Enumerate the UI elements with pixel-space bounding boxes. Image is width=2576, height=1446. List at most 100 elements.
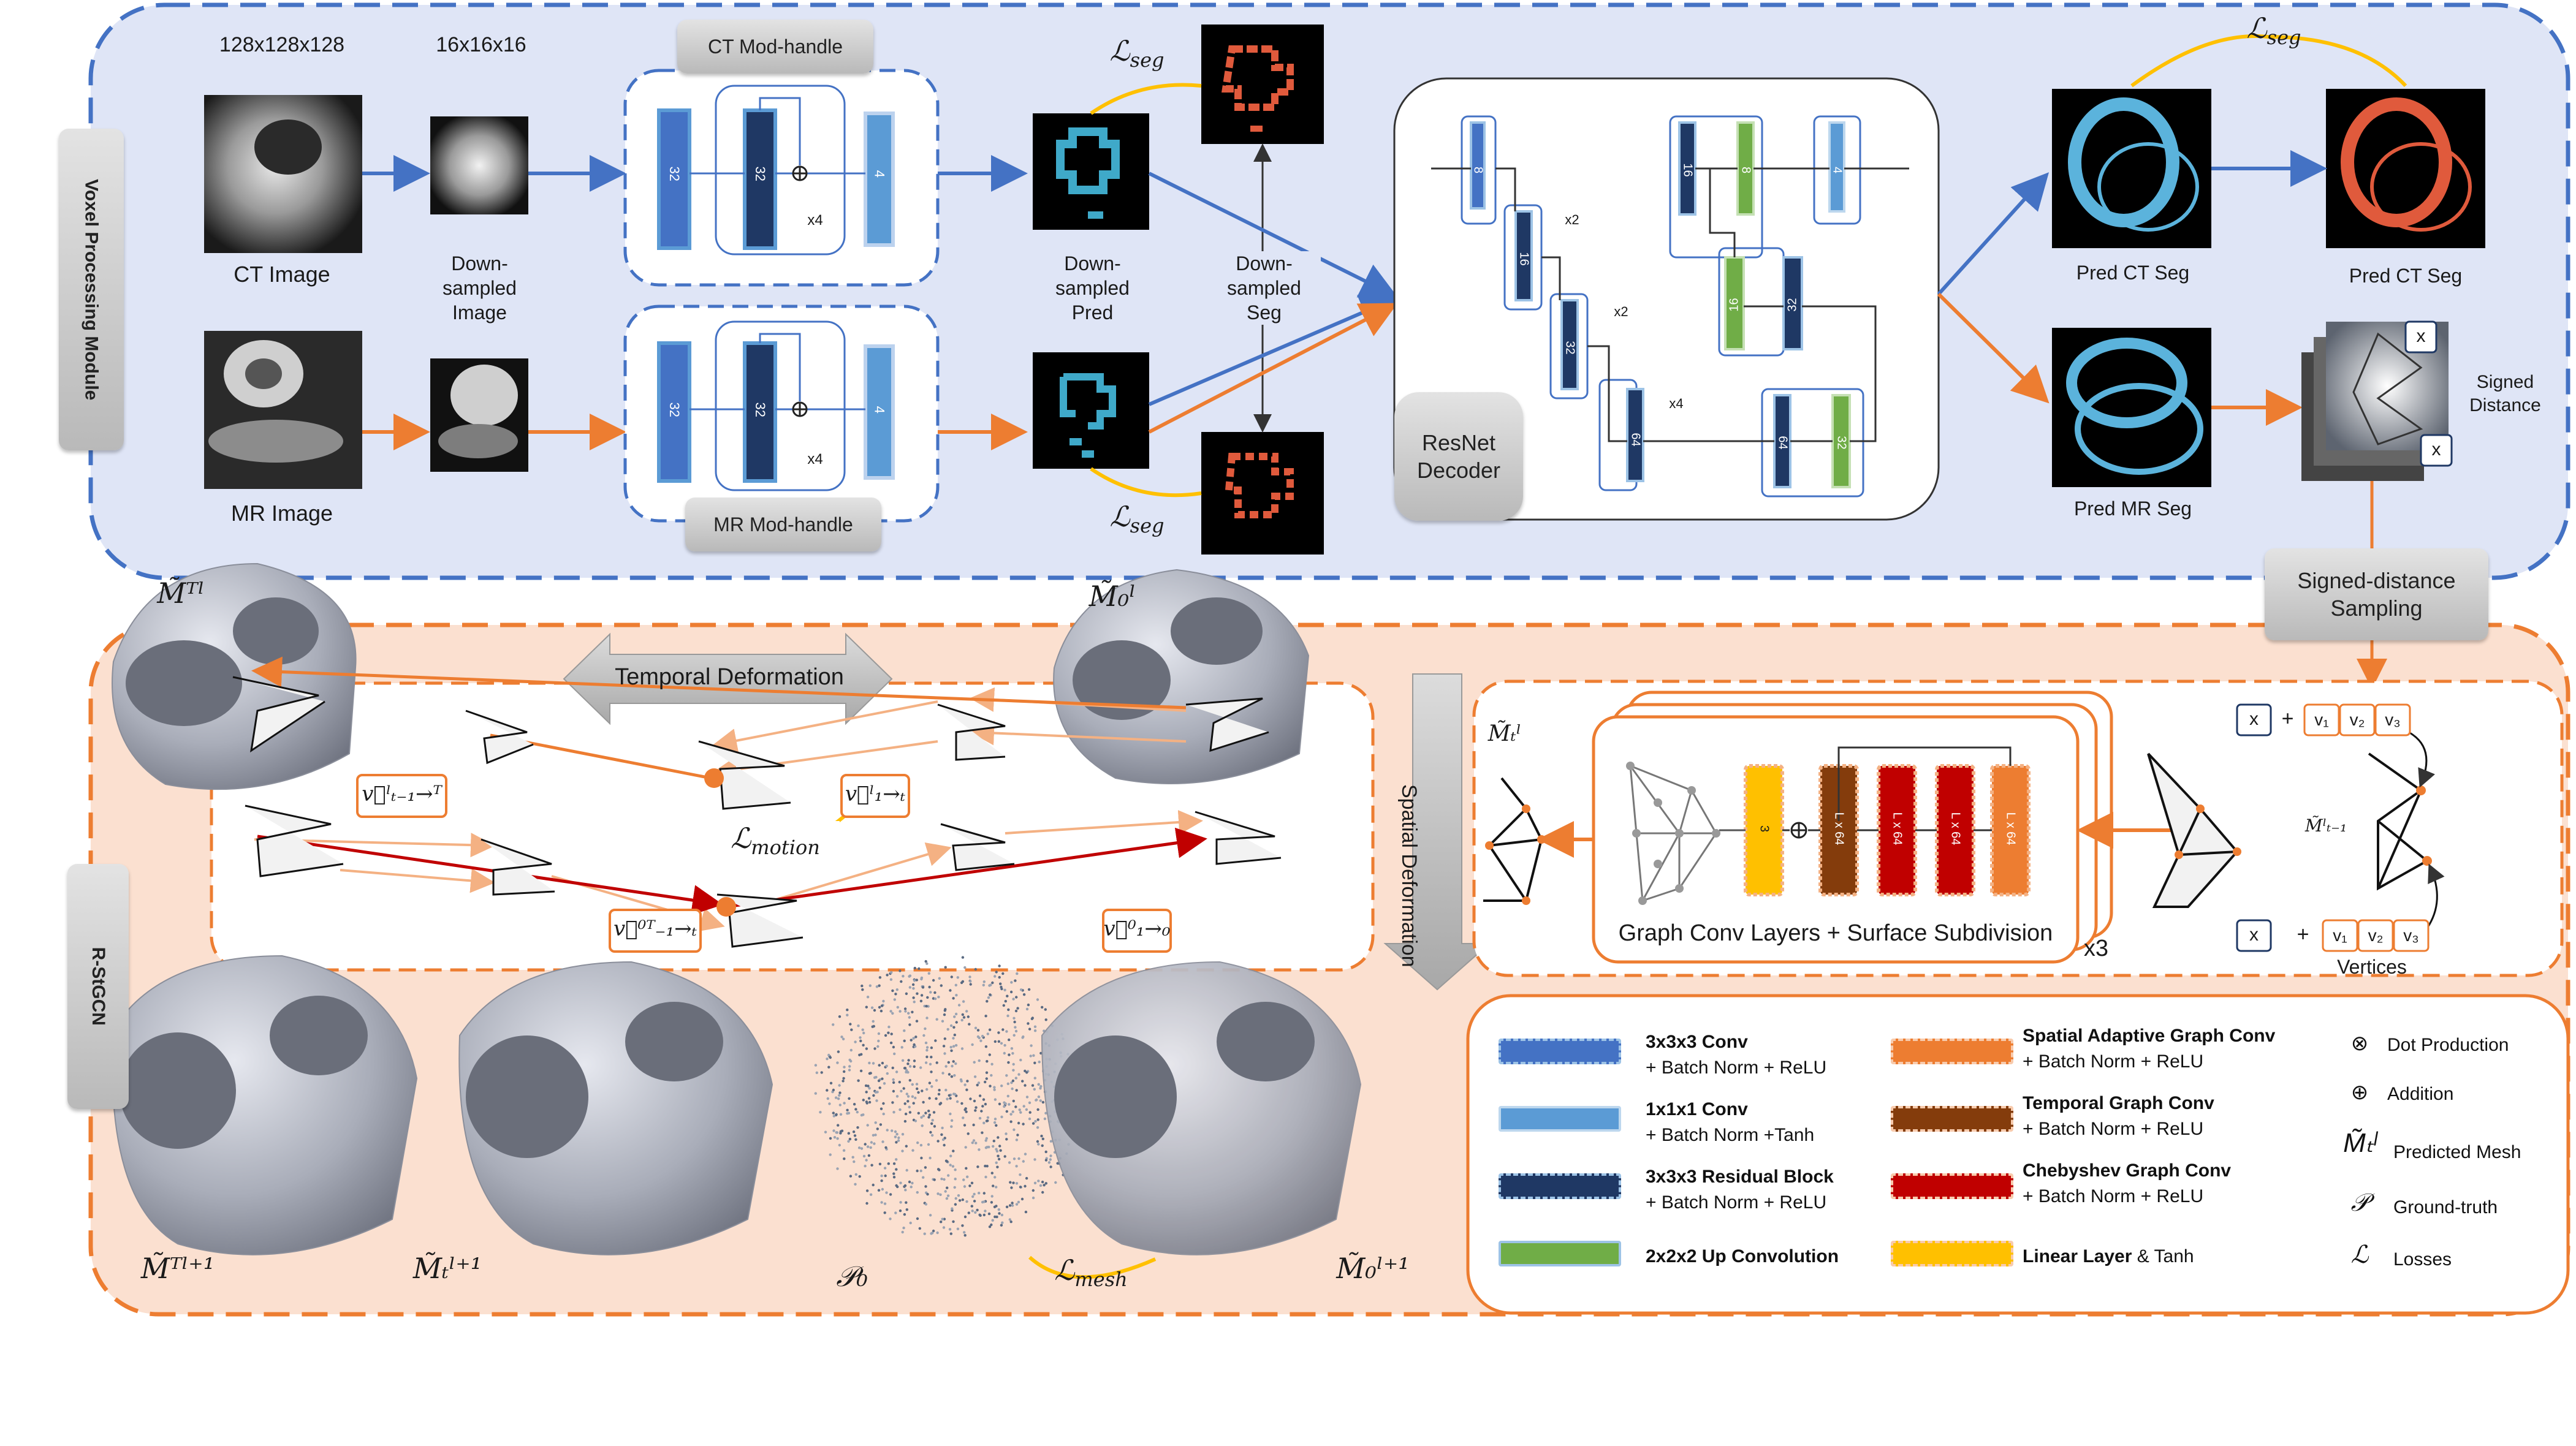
pred-ct-seg-label: Pred CT Seg bbox=[2076, 262, 2190, 284]
spatial-deformation-arrow bbox=[1383, 673, 1491, 991]
graph-layer-label-1: 3 bbox=[1757, 825, 1771, 833]
vertex-tag-v2: v₂ bbox=[2349, 710, 2365, 729]
plus-top: + bbox=[2281, 707, 2294, 730]
legend-swatch-6 bbox=[1891, 1106, 2013, 1132]
heart-mesh-Mt-l1 bbox=[458, 961, 773, 1255]
vertex-tag-v2b: v₂ bbox=[2368, 926, 2384, 945]
mesh-label-M0-l: M̃₀ˡ bbox=[1089, 580, 1136, 613]
spatial-deformation-label: Spatial Deformation bbox=[1397, 784, 1421, 967]
ct-downsampled-seg bbox=[1201, 25, 1324, 144]
legend-symtext-loss: Losses bbox=[2393, 1249, 2452, 1270]
mr-mod-handle-label: MR Mod-handle bbox=[685, 498, 881, 551]
temporal-deformation-label: Temporal Deformation bbox=[615, 664, 844, 690]
legend-text-4: 2x2x2 Up Convolution bbox=[1646, 1246, 1839, 1266]
vertices-label: Vertices bbox=[2337, 956, 2407, 978]
legend-text-2: 1x1x1 Conv+ Batch Norm +Tanh bbox=[1646, 1099, 1815, 1145]
sd-x-2: x bbox=[2431, 439, 2441, 460]
mr-repeat-label: x4 bbox=[807, 451, 823, 467]
mesh-label-MT-l1: M̃ᵀˡ⁺¹ bbox=[140, 1252, 215, 1285]
vertex-tag-v1: v₁ bbox=[2314, 710, 2329, 729]
mesh-label-Mt-l: M̃ₜˡ bbox=[1487, 721, 1522, 746]
legend-symtext-dot: Dot Production bbox=[2387, 1035, 2509, 1055]
decoder-repeat-3: x4 bbox=[1669, 396, 1684, 411]
decoder-repeat-2: x2 bbox=[1614, 304, 1628, 319]
mr-conv-ch-2: 32 bbox=[752, 402, 768, 417]
voxel-module-title: Voxel Processing Module bbox=[59, 129, 124, 450]
decoder-ch-32: 32 bbox=[1563, 341, 1577, 355]
mr-downsampled-pred bbox=[1033, 352, 1149, 469]
vertex-tag-v3: v₃ bbox=[2385, 710, 2401, 729]
vertex-tag-v1b: v₁ bbox=[2333, 926, 2347, 945]
decoder-ch-8b: 8 bbox=[1739, 166, 1753, 174]
graph-layer-label-4: L x 64 bbox=[1948, 812, 1962, 846]
legend-swatch-3 bbox=[1499, 1173, 1621, 1199]
decoder-ch-16c: 16 bbox=[1727, 298, 1741, 312]
mr-conv-ch-1: 32 bbox=[666, 402, 682, 417]
legend-text-8: Linear Layer & Tanh bbox=[2023, 1246, 2194, 1266]
vertex-tag-v3b: v₃ bbox=[2403, 926, 2419, 945]
temporal-double-arrow bbox=[563, 632, 893, 725]
signed-distance-sampling-label: Signed-distance Sampling bbox=[2265, 548, 2488, 640]
flow-v-1-t: v⃗ˡ₁→ₜ bbox=[845, 782, 906, 806]
loss-seg-ct: ℒseg bbox=[1109, 34, 1165, 72]
sd-x-1: x bbox=[2416, 326, 2426, 346]
legend-text-7: Chebyshev Graph Conv+ Batch Norm + ReLU bbox=[2023, 1160, 2232, 1206]
pred-ct-seg-label-2: Pred CT Seg bbox=[2349, 265, 2463, 287]
ct-downsampled-image bbox=[430, 116, 528, 214]
ct-image-label: CT Image bbox=[234, 262, 330, 287]
legend-sym-loss: ℒ bbox=[2350, 1241, 2369, 1268]
legend-swatch-2 bbox=[1499, 1106, 1621, 1132]
decoder-ch-16b: 16 bbox=[1681, 163, 1695, 177]
mesh-label-M0-l1: M̃₀ˡ⁺¹ bbox=[1336, 1252, 1410, 1285]
downsampled-image-label: Down- sampled Image bbox=[443, 252, 517, 324]
legend-sym-mesh: M̃ₜˡ bbox=[2343, 1128, 2376, 1158]
legend-text-3: 3x3x3 Residual Block+ Batch Norm + ReLU bbox=[1646, 1167, 1834, 1213]
legend-symtext-gt: Ground-truth bbox=[2393, 1197, 2498, 1217]
resnet-decoder-label: ResNet Decoder bbox=[1394, 392, 1523, 521]
ct-conv-ch-3: 4 bbox=[872, 170, 887, 178]
legend-box bbox=[1466, 994, 2570, 1315]
loss-seg-mr: ℒseg bbox=[1109, 500, 1165, 538]
heart-mesh-M0-l1 bbox=[1041, 961, 1362, 1255]
loss-seg-full: ℒseg bbox=[2246, 12, 2301, 50]
downsampled-seg-label: Down- sampled Seg bbox=[1207, 251, 1321, 325]
decoder-ch-64: 64 bbox=[1628, 433, 1643, 447]
graph-layer-label-5: L x 64 bbox=[2004, 812, 2018, 846]
flow-v0-T1-t: v⃗⁰ᵀ₋₁→ₜ bbox=[614, 917, 697, 941]
legend-symtext-add: Addition bbox=[2387, 1084, 2454, 1104]
heart-mesh-MT-l1 bbox=[112, 955, 418, 1255]
mesh-label-P0: 𝒫₀ bbox=[836, 1260, 868, 1293]
decoder-ch-16: 16 bbox=[1517, 252, 1531, 266]
size-down-label: 16x16x16 bbox=[436, 33, 526, 56]
size-full-label: 128x128x128 bbox=[219, 33, 345, 56]
decoder-ch-32b: 32 bbox=[1785, 298, 1799, 312]
legend-sym-dot: ⊗ bbox=[2350, 1032, 2369, 1055]
legend-sym-add: ⊕ bbox=[2350, 1081, 2369, 1104]
ct-conv-ch-2: 32 bbox=[752, 166, 768, 181]
mr-image-label: MR Image bbox=[230, 501, 333, 526]
loss-motion: ℒmotion bbox=[711, 821, 840, 860]
decoder-ch-8: 8 bbox=[1471, 166, 1485, 174]
legend-text-5: Spatial Adaptive Graph Conv+ Batch Norm … bbox=[2023, 1026, 2276, 1072]
ct-repeat-label: x4 bbox=[807, 212, 823, 229]
signed-distance-label: Signed Distance bbox=[2469, 372, 2541, 415]
decoder-ch-4: 4 bbox=[1830, 166, 1844, 174]
mesh-label-Mt-l-minus: M̃ˡₜ₋₁ bbox=[2304, 816, 2347, 836]
vertex-x-bottom: x bbox=[2249, 925, 2259, 945]
legend-swatch-4 bbox=[1499, 1241, 1621, 1266]
rstgcn-module-title: R-StGCN bbox=[67, 864, 129, 1109]
graph-layer-label-2: L x 64 bbox=[1832, 812, 1846, 846]
graph-conv-caption: Graph Conv Layers + Surface Subdivision bbox=[1618, 920, 2053, 946]
decoder-repeat-1: x2 bbox=[1565, 212, 1579, 227]
pred-mr-seg-label: Pred MR Seg bbox=[2073, 498, 2192, 520]
decoder-ch-32c: 32 bbox=[1834, 436, 1848, 450]
legend-text-6: Temporal Graph Conv+ Batch Norm + ReLU bbox=[2023, 1093, 2214, 1139]
loss-mesh: ℒmesh bbox=[1054, 1254, 1128, 1292]
graph-layer-label-3: L x 64 bbox=[1890, 812, 1904, 846]
mesh-label-MT-l: M̃ᵀˡ bbox=[157, 577, 205, 610]
ct-conv-ch-1: 32 bbox=[666, 166, 682, 181]
legend-swatch-1 bbox=[1499, 1039, 1621, 1064]
plus-bottom: + bbox=[2297, 923, 2309, 946]
vertex-x-top: x bbox=[2249, 709, 2259, 729]
legend-swatch-5 bbox=[1891, 1039, 2013, 1064]
